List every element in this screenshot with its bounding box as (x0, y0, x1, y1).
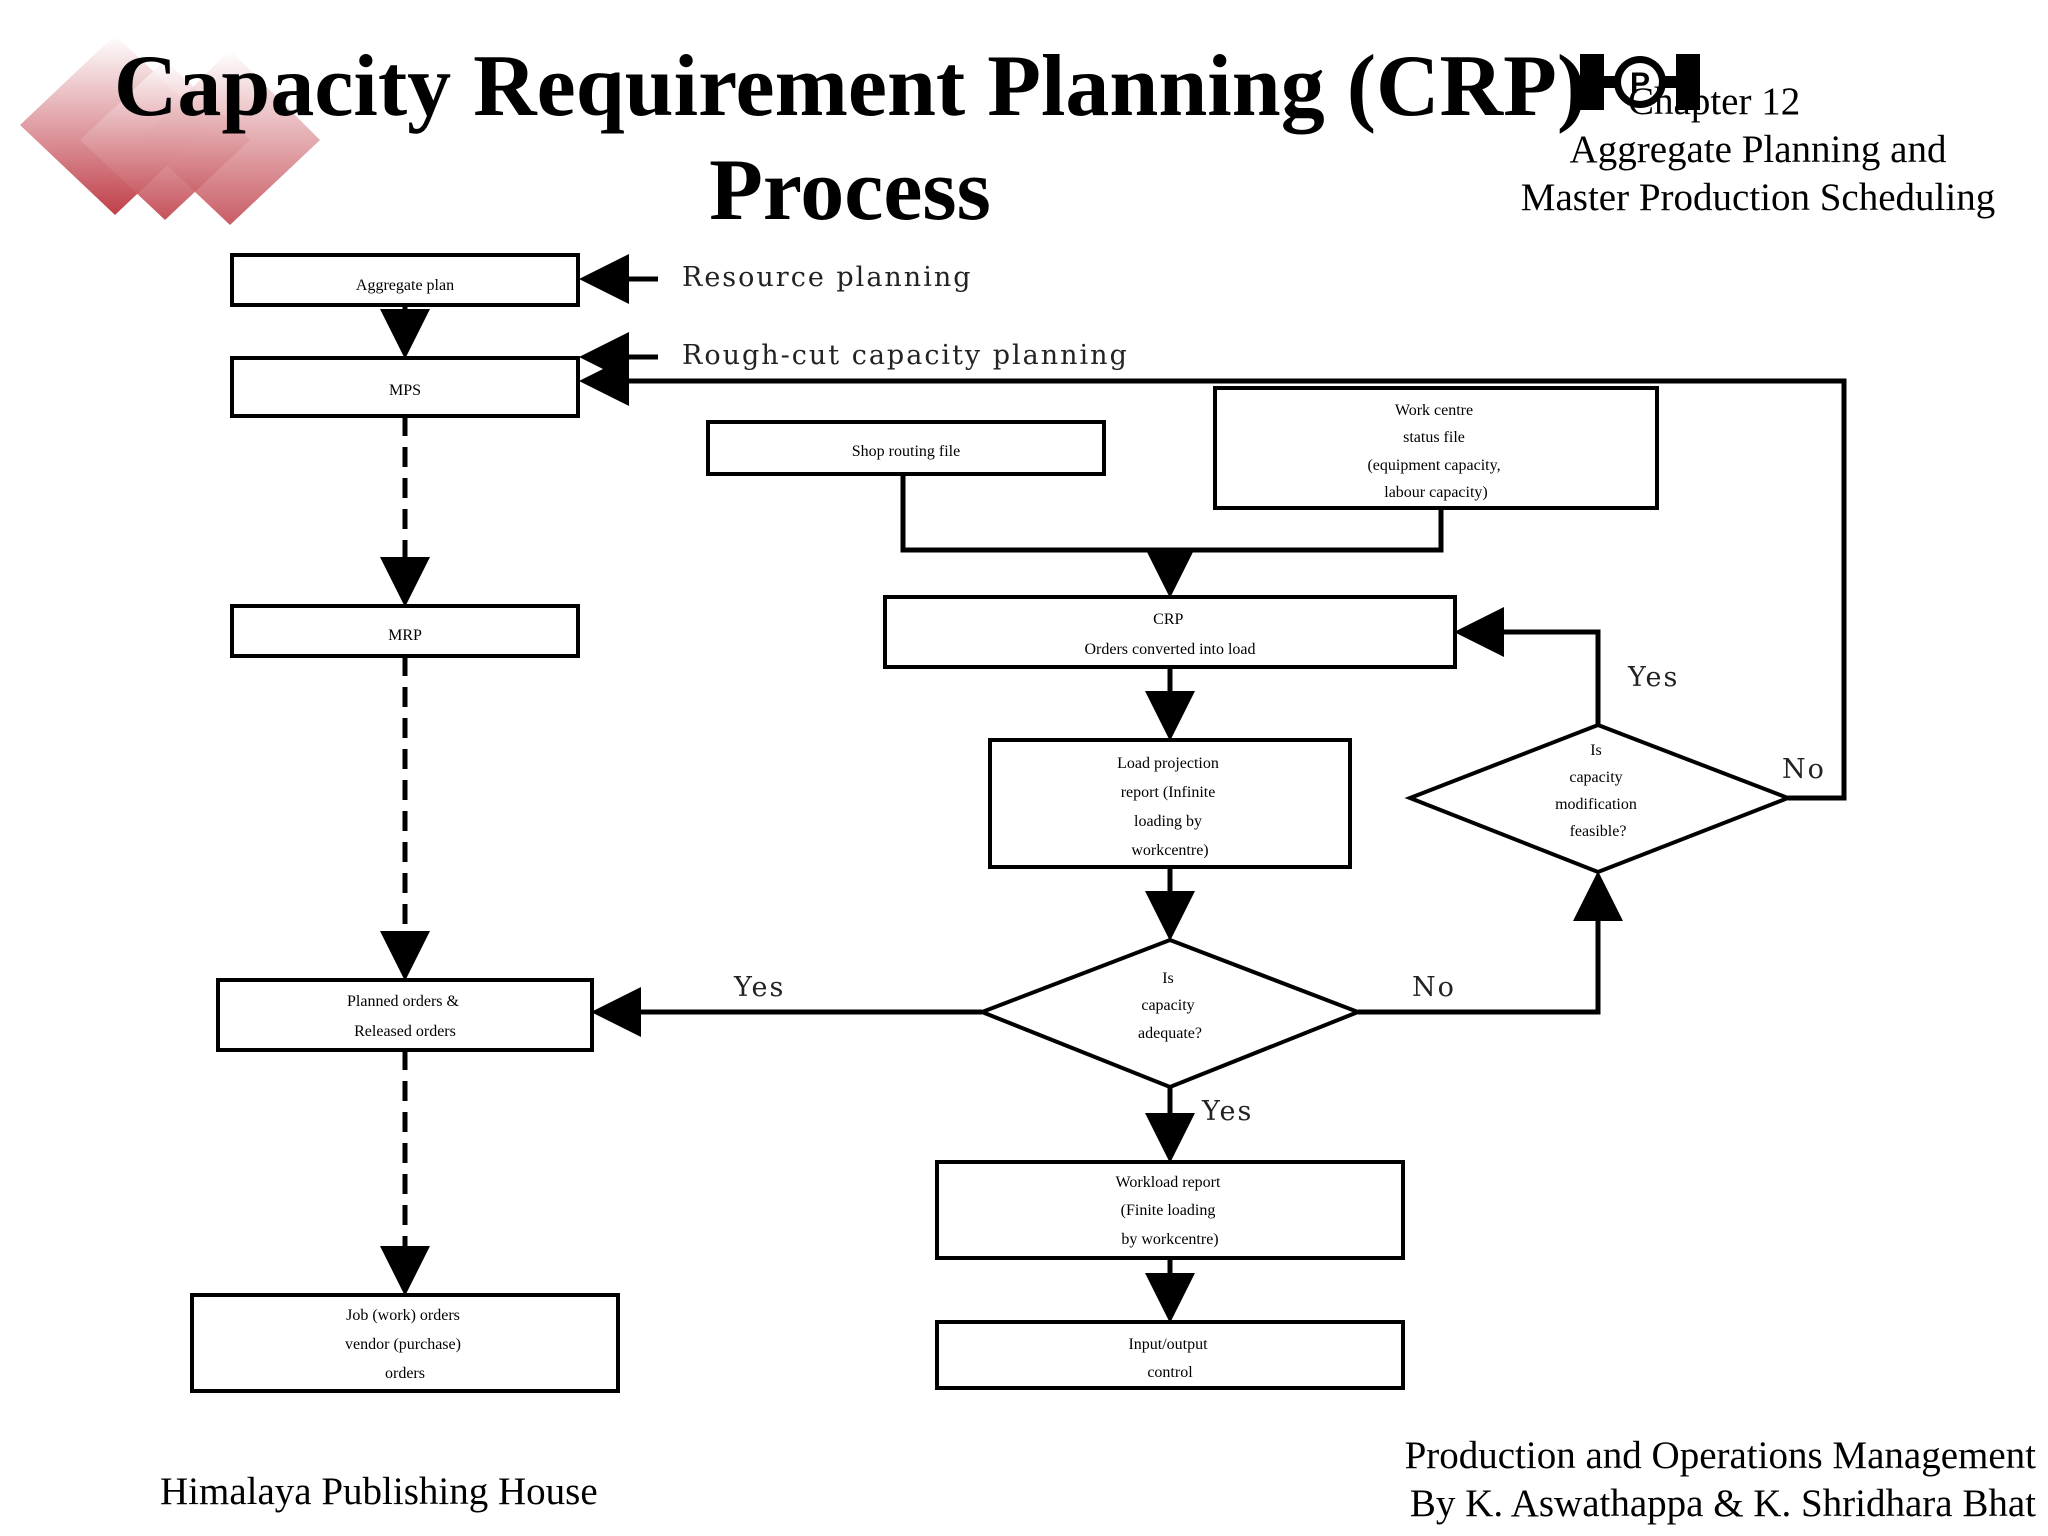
label-resource-planning: Resource planning (682, 262, 973, 293)
svg-text:Load projection report: Load projection report (Infinite loading… (1117, 755, 1223, 859)
node-modification-feasible: Is capacity modification feasible? (1404, 722, 1794, 875)
job-orders-line-1: Job (work) orders (346, 1307, 460, 1324)
svg-text:Is capacity mo: Is capacity modification feasible? (1555, 742, 1641, 840)
node-work-centre: Work centre status file (equipment capac… (1213, 386, 1659, 510)
chapter-info: Chapter 12 Aggregate Planning and Master… (1478, 78, 2038, 222)
footer-publisher: Himalaya Publishing House (160, 1470, 598, 1513)
title-line-2: Process (709, 142, 991, 239)
svg-text:Work centre status fil: Work centre status file (equipment capac… (1367, 402, 1504, 501)
modification-feasible-line-1: Is (1590, 742, 1602, 759)
chapter-title-1: Aggregate Planning and (1569, 128, 1947, 171)
work-centre-line-1: Work centre (1395, 402, 1473, 419)
edge-feasible-yes (1454, 607, 1601, 725)
planned-orders-line-1: Planned orders & (347, 993, 460, 1010)
publisher-logo: P (1580, 54, 1700, 110)
svg-text:MRP: MRP (388, 627, 422, 644)
io-control-line-2: control (1147, 1364, 1193, 1381)
svg-text:Planned orders & Relea: Planned orders & Released orders (347, 993, 463, 1040)
node-workload-report: Workload report (Finite loading by workc… (935, 1160, 1405, 1260)
workload-report-line-1: Workload report (1116, 1174, 1221, 1191)
chapter-number: Chapter 12 (1628, 80, 1801, 123)
svg-text:Shop routing file: Shop routing file (852, 443, 960, 460)
title-line-1: Capacity Requirement Planning (CRP) (113, 38, 1587, 135)
edge-shop-routing-to-crp (900, 474, 1170, 553)
node-load-projection: Load projection report (Infinite loading… (988, 738, 1352, 869)
node-planned-orders: Planned orders & Released orders (216, 978, 594, 1052)
node-io-control: Input/output control (935, 1320, 1405, 1390)
crp-line-2: Orders converted into load (1084, 641, 1255, 658)
edge-adequate-no (1358, 871, 1623, 1015)
label-adequate-yes-down: Yes (1201, 1096, 1253, 1127)
modification-feasible-line-2: capacity (1569, 769, 1622, 786)
node-crp: CRP Orders converted into load (883, 595, 1457, 669)
modification-feasible-line-3: modification (1555, 796, 1637, 813)
work-centre-line-3: (equipment capacity, (1367, 457, 1500, 474)
crp-line-1: CRP (1153, 611, 1183, 628)
logo-letter: P (1630, 67, 1650, 100)
chapter-title-2: Master Production Scheduling (1520, 176, 1996, 219)
corner-decoration (20, 35, 320, 225)
node-mps: MPS (230, 356, 580, 418)
connectors (380, 254, 1847, 1323)
label-adequate-no: No (1412, 972, 1456, 1003)
node-aggregate-plan: Aggregate plan (230, 253, 580, 307)
node-shop-routing: Shop routing file (706, 420, 1106, 476)
node-mrp: MRP (230, 604, 580, 658)
load-projection-line-1: Load projection (1117, 755, 1219, 772)
edge-feasible-no (579, 356, 1847, 801)
svg-text:Job (work) orders vend: Job (work) orders vendor (purchase) orde… (345, 1307, 465, 1382)
svg-text:CRP Orders converted i: CRP Orders converted into load (1084, 611, 1255, 658)
footer-book-authors: By K. Aswathappa & K. Shridhara Bhat (1409, 1482, 2036, 1525)
capacity-adequate-line-1: Is (1162, 970, 1174, 987)
label-adequate-yes-left: Yes (733, 972, 785, 1003)
capacity-adequate-line-3: adequate? (1138, 1025, 1202, 1042)
node-capacity-adequate: Is capacity adequate? (976, 937, 1364, 1090)
edge-work-centre-to-crp (1170, 508, 1444, 553)
svg-text:Is capacity ad: Is capacity adequate? (1138, 970, 1202, 1042)
svg-text:MPS: MPS (389, 382, 421, 399)
load-projection-line-4: workcentre) (1131, 842, 1208, 859)
load-projection-line-3: loading by (1134, 813, 1202, 830)
label-rough-cut: Rough-cut capacity planning (682, 340, 1129, 371)
work-centre-line-4: labour capacity) (1384, 484, 1488, 501)
footer-book-title: Production and Operations Management (1404, 1434, 2036, 1477)
mrp-line-1: MRP (388, 627, 422, 644)
label-feasible-yes: Yes (1627, 662, 1679, 693)
footer-book: Production and Operations Management By … (1405, 1432, 2036, 1528)
work-centre-line-2: status file (1403, 429, 1465, 446)
modification-feasible-line-4: feasible? (1570, 823, 1627, 840)
load-projection-line-2: report (Infinite (1121, 784, 1216, 801)
shop-routing-line-1: Shop routing file (852, 443, 960, 460)
aggregate-plan-line-1: Aggregate plan (356, 277, 454, 294)
label-feasible-no: No (1782, 754, 1826, 785)
svg-text:Aggregate plan: Aggregate plan (356, 277, 454, 294)
workload-report-line-2: (Finite loading (1121, 1202, 1216, 1219)
job-orders-line-2: vendor (purchase) (345, 1336, 461, 1353)
io-control-line-1: Input/output (1128, 1336, 1208, 1353)
workload-report-line-3: by workcentre) (1121, 1231, 1218, 1248)
svg-text:Input/output control: Input/output control (1128, 1336, 1211, 1381)
planned-orders-line-2: Released orders (354, 1023, 456, 1040)
job-orders-line-3: orders (385, 1365, 425, 1382)
mps-line-1: MPS (389, 382, 421, 399)
node-job-orders: Job (work) orders vendor (purchase) orde… (190, 1293, 620, 1393)
capacity-adequate-line-2: capacity (1141, 997, 1194, 1014)
svg-text:Workload report (Finit: Workload report (Finite loading by workc… (1116, 1174, 1225, 1248)
slide-title: Capacity Requirement Planning (CRP) Proc… (110, 35, 1590, 243)
